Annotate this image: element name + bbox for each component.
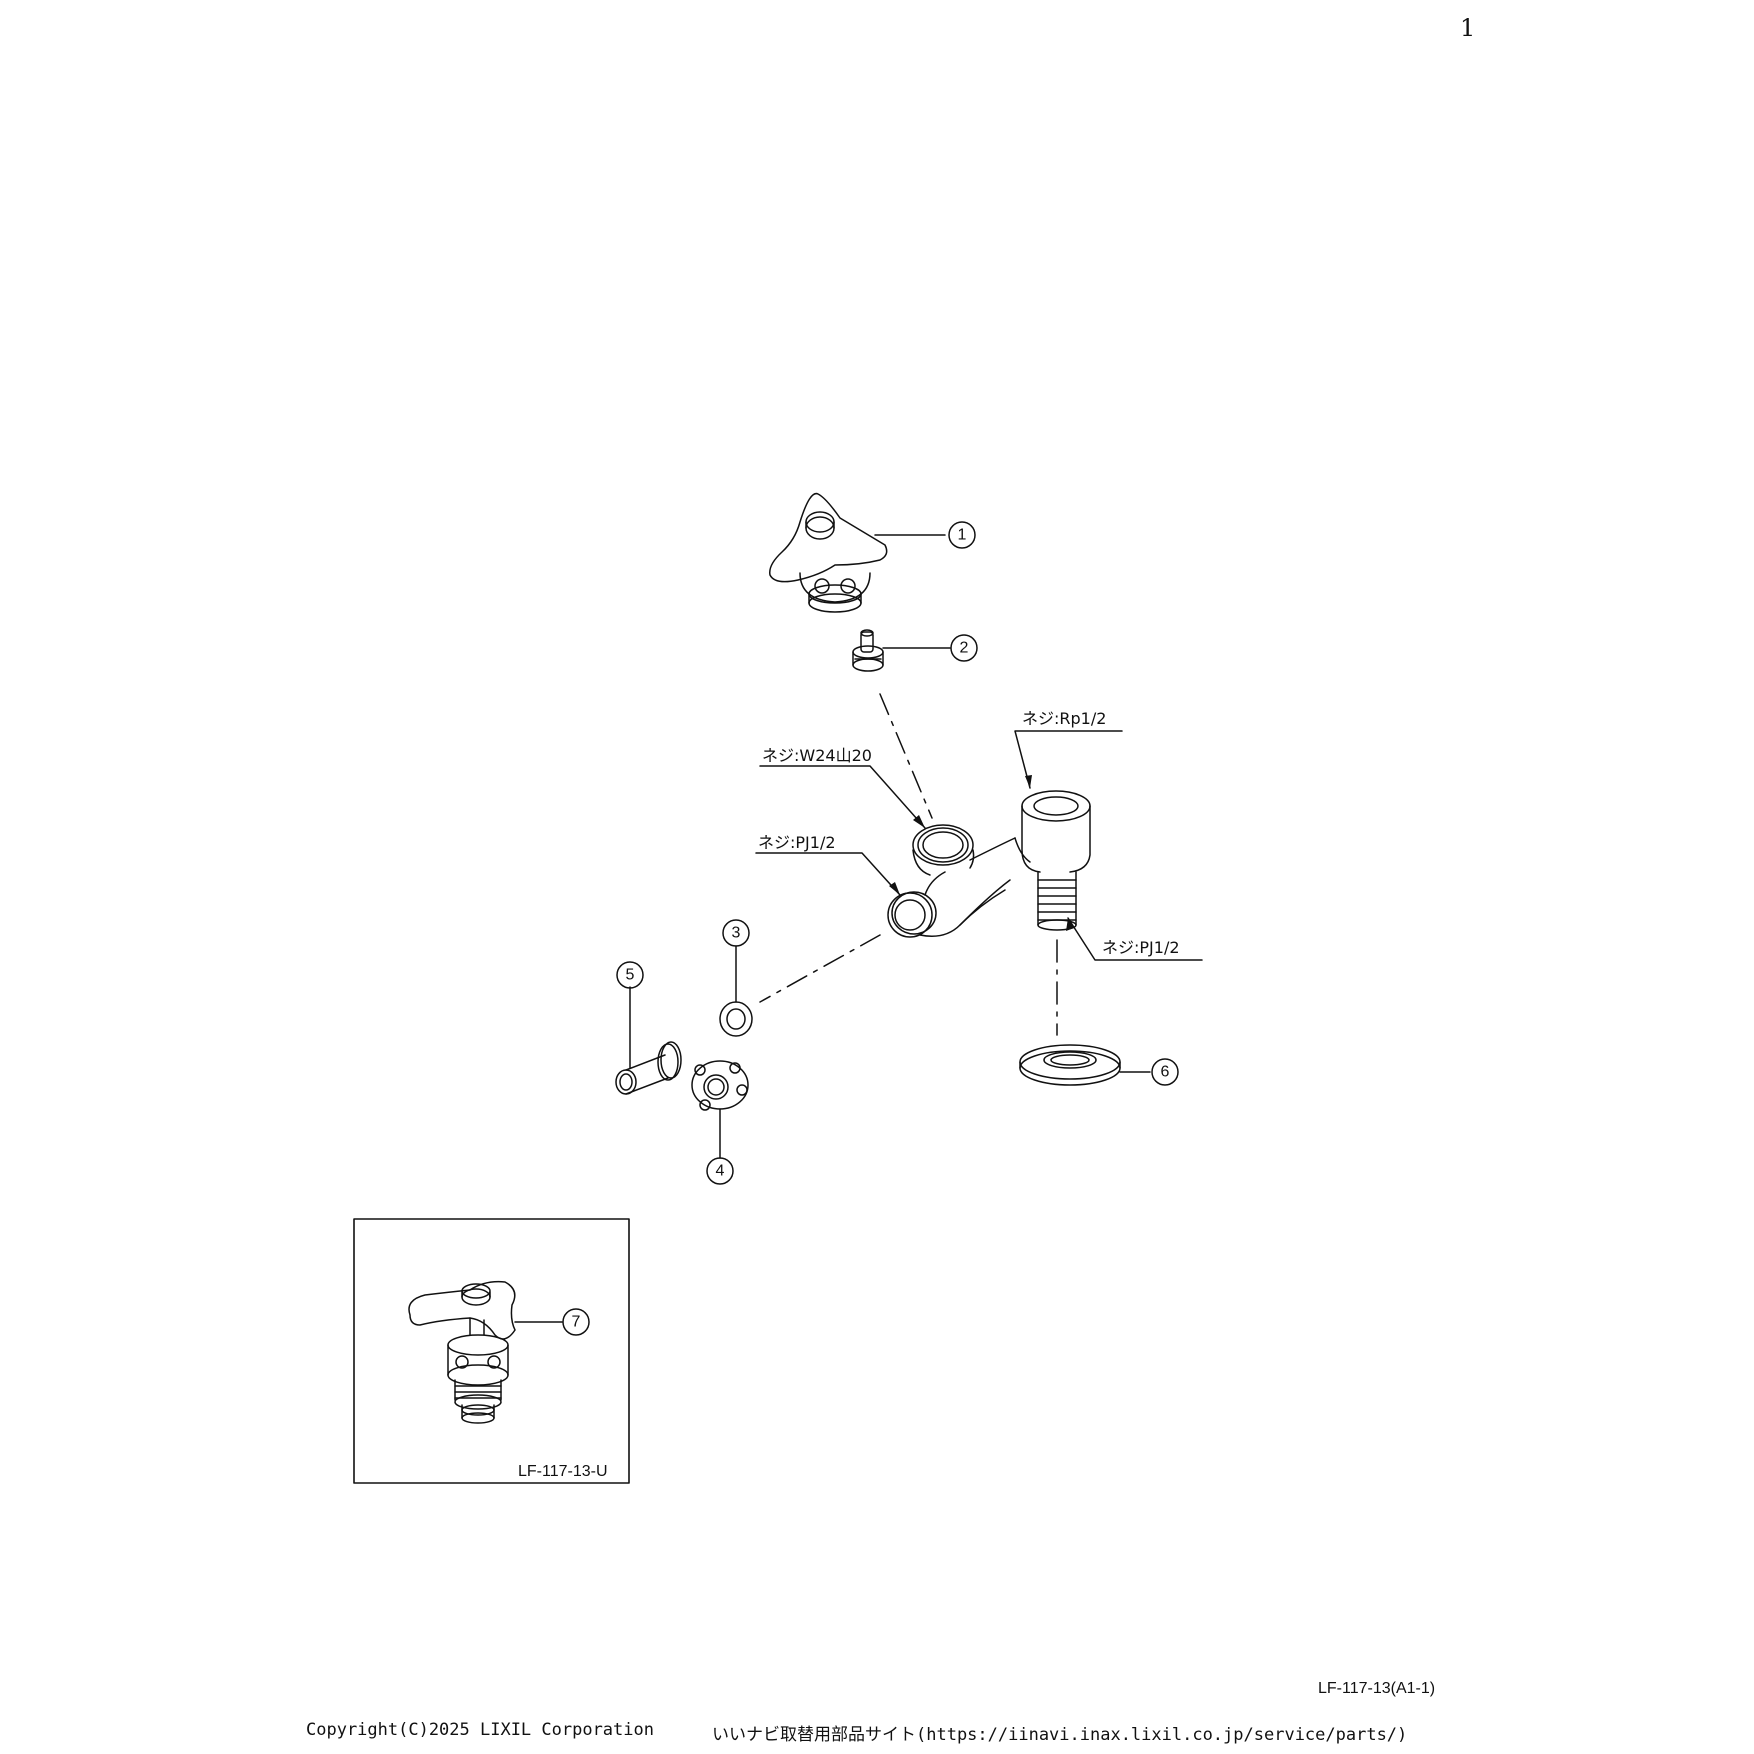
spindle-part-2: [852, 629, 951, 672]
part-4-marker: [706, 1157, 734, 1185]
inset-model-code: LF-117-13-U: [518, 1463, 608, 1480]
part-number-6: 6: [1161, 1064, 1170, 1081]
copyright-text: Copyright(C)2025 LIXIL Corporation: [306, 1720, 654, 1740]
inset-frame: [353, 1218, 630, 1484]
callout-thread-w24: ネジ:W24山20: [762, 746, 872, 765]
part-number-7: 7: [572, 1314, 581, 1331]
callout-thread-pj-right: ネジ:PJ1/2: [1102, 938, 1180, 957]
part-number-3: 3: [732, 925, 741, 942]
callout-leaders: [755, 730, 1203, 961]
callout-thread-rp: ネジ:Rp1/2: [1022, 709, 1106, 728]
part-6-marker: [1151, 1058, 1179, 1086]
part-number-4: 4: [716, 1163, 725, 1180]
part-2-marker: [950, 634, 978, 662]
part-5-marker: [616, 961, 644, 989]
sleeve-part-5: [615, 986, 682, 1095]
drawing-code: LF-117-13(A1-1): [1318, 1680, 1436, 1697]
page-number: 1: [1460, 14, 1476, 42]
nut-part-4: [691, 1060, 749, 1159]
washer-part-3: [719, 945, 753, 1037]
part-1-marker: [948, 521, 976, 549]
part-number-1: 1: [958, 527, 967, 544]
part-3-marker: [722, 919, 750, 947]
part-number-5: 5: [626, 967, 635, 984]
site-info-text: いいナビ取替用部品サイト(https://iinavi.inax.lixil.c…: [712, 1725, 1408, 1745]
handle-part-1: [769, 492, 946, 613]
part-7-marker: [562, 1308, 590, 1336]
part-number-2: 2: [960, 640, 969, 657]
valve-body: [887, 790, 1091, 938]
handle-assembly-part-7: [408, 1280, 563, 1424]
callout-thread-pj-left: ネジ:PJ1/2: [758, 833, 836, 852]
flange-part-6: [1019, 1044, 1151, 1086]
